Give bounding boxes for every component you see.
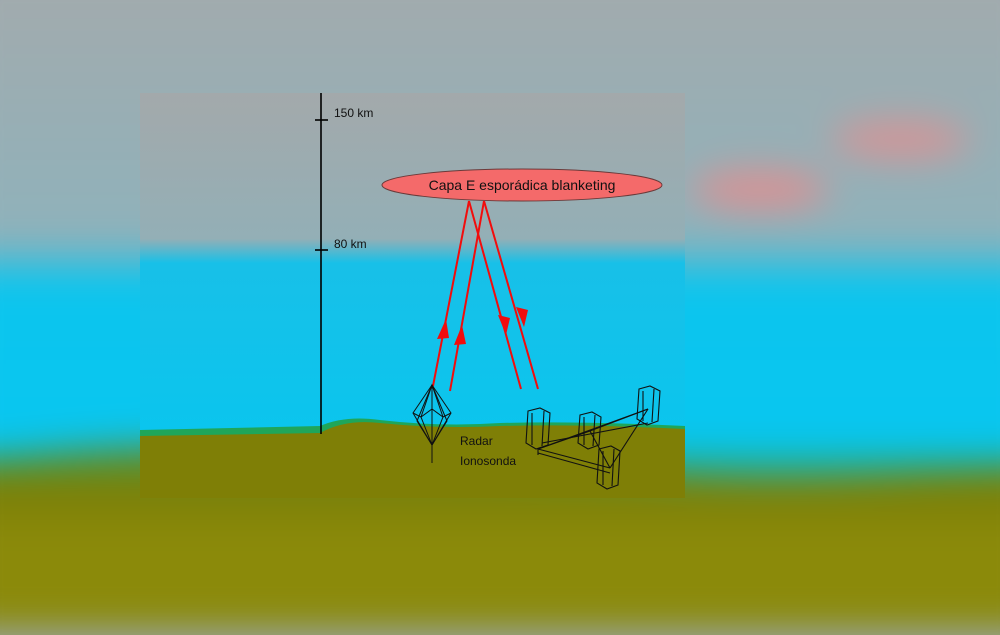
radar-antenna-1: [525, 407, 551, 455]
radar-antenna-3: [596, 445, 621, 490]
sporadic-e-layer-label: Capa E esporádica blanketing: [429, 177, 616, 193]
tick-label-150km: 150 km: [334, 106, 373, 120]
radar-array-icon: [525, 385, 661, 490]
sporadic-e-layer: [381, 168, 663, 202]
arrow-down-2: [516, 307, 528, 327]
ray-down-1: [468, 200, 522, 390]
radar-label: Radar: [460, 434, 493, 448]
radar-antenna-2: [577, 411, 602, 450]
ray-up-1: [432, 200, 470, 387]
arrow-down-1: [498, 315, 510, 335]
arrow-up-1: [437, 319, 449, 339]
arrow-up-2: [454, 325, 466, 345]
ray-down-2: [483, 200, 539, 390]
ionosphere-diagram-svg: 150 km 80 km Capa E esporádica blanketin…: [140, 93, 685, 498]
tick-label-80km: 80 km: [334, 237, 367, 251]
ionosonda-label: Ionosonda: [460, 454, 516, 468]
ray-arrowheads: [437, 307, 528, 345]
radio-rays: [432, 200, 539, 392]
radar-antenna-4: [636, 385, 661, 426]
ionosonda-antenna-icon: [412, 383, 452, 463]
ionosphere-diagram: 150 km 80 km Capa E esporádica blanketin…: [140, 93, 685, 498]
